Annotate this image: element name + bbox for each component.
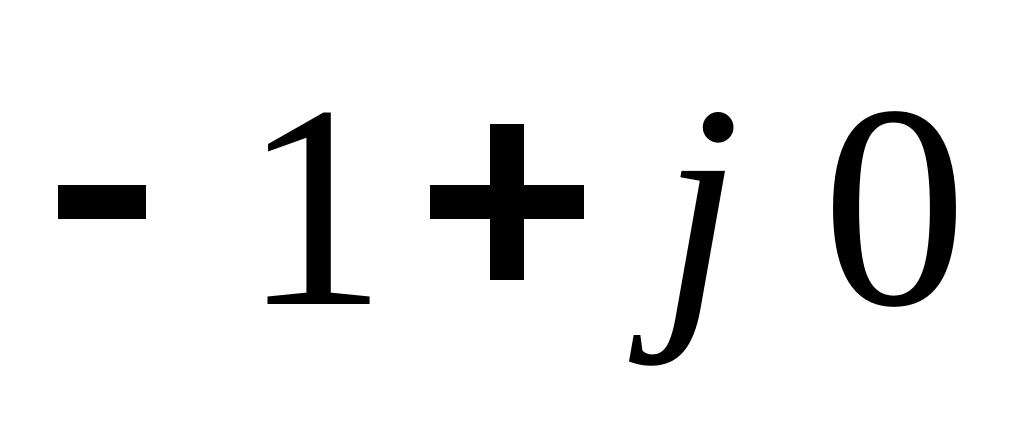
plus-sign: + <box>430 124 584 280</box>
minus-sign: - <box>58 185 146 219</box>
imaginary-part-digit: 0 <box>822 46 967 367</box>
real-part-digit: 1 <box>242 46 387 367</box>
imaginary-unit: j <box>660 46 741 367</box>
